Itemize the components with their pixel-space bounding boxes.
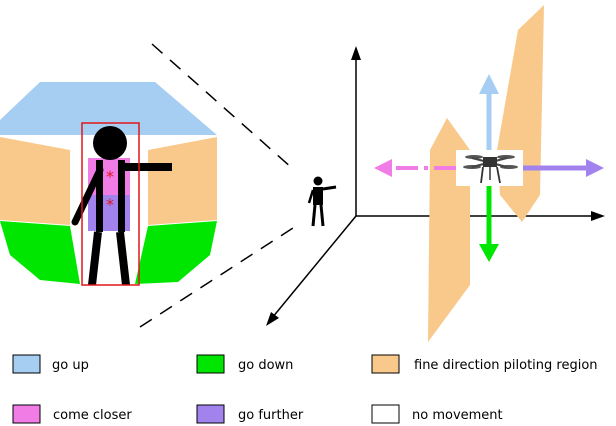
region-go-up bbox=[0, 82, 217, 135]
legend-label-come-closer: come closer bbox=[53, 408, 132, 423]
region-go-down-right bbox=[135, 221, 217, 284]
region-fine-left bbox=[0, 137, 70, 225]
axes-3d bbox=[266, 46, 605, 326]
view-cone-top bbox=[151, 43, 293, 169]
legend-label-fine-direction: fine direction piloting region bbox=[414, 358, 598, 373]
legend-item-no-movement: no movement bbox=[371, 404, 503, 424]
legend-item-fine-direction: fine direction piloting region bbox=[371, 354, 598, 374]
fine-plane-far bbox=[497, 5, 544, 222]
view-cone-bottom bbox=[139, 225, 297, 328]
drone-icon bbox=[456, 150, 523, 186]
keypoint-lower: * bbox=[106, 195, 114, 214]
direction-arrows bbox=[374, 74, 604, 262]
person-silhouette-icon: * * bbox=[71, 126, 172, 286]
legend-label-go-further: go further bbox=[238, 408, 304, 423]
legend-label-go-up: go up bbox=[52, 358, 89, 373]
pointing-person-icon bbox=[307, 176, 337, 227]
legend-swatch-go-further bbox=[196, 404, 225, 424]
keypoint-upper: * bbox=[106, 167, 114, 186]
legend-swatch-go-down bbox=[196, 354, 225, 374]
legend-item-go-down: go down bbox=[196, 354, 293, 374]
legend-item-go-up: go up bbox=[12, 354, 89, 374]
legend-swatch-no-movement bbox=[371, 404, 400, 424]
legend-item-go-further: go further bbox=[196, 404, 304, 424]
region-fine-right bbox=[148, 137, 217, 225]
legend-swatch-come-closer bbox=[12, 404, 41, 424]
legend-swatch-fine-direction bbox=[371, 354, 400, 374]
legend-label-go-down: go down bbox=[238, 358, 293, 373]
person-bounding-box bbox=[81, 122, 140, 286]
region-go-down-left bbox=[0, 221, 80, 284]
legend-item-come-closer: come closer bbox=[12, 404, 132, 424]
legend-label-no-movement: no movement bbox=[412, 408, 503, 423]
legend: go up go down fine direction piloting re… bbox=[12, 354, 598, 424]
legend-swatch-go-up bbox=[12, 354, 41, 374]
